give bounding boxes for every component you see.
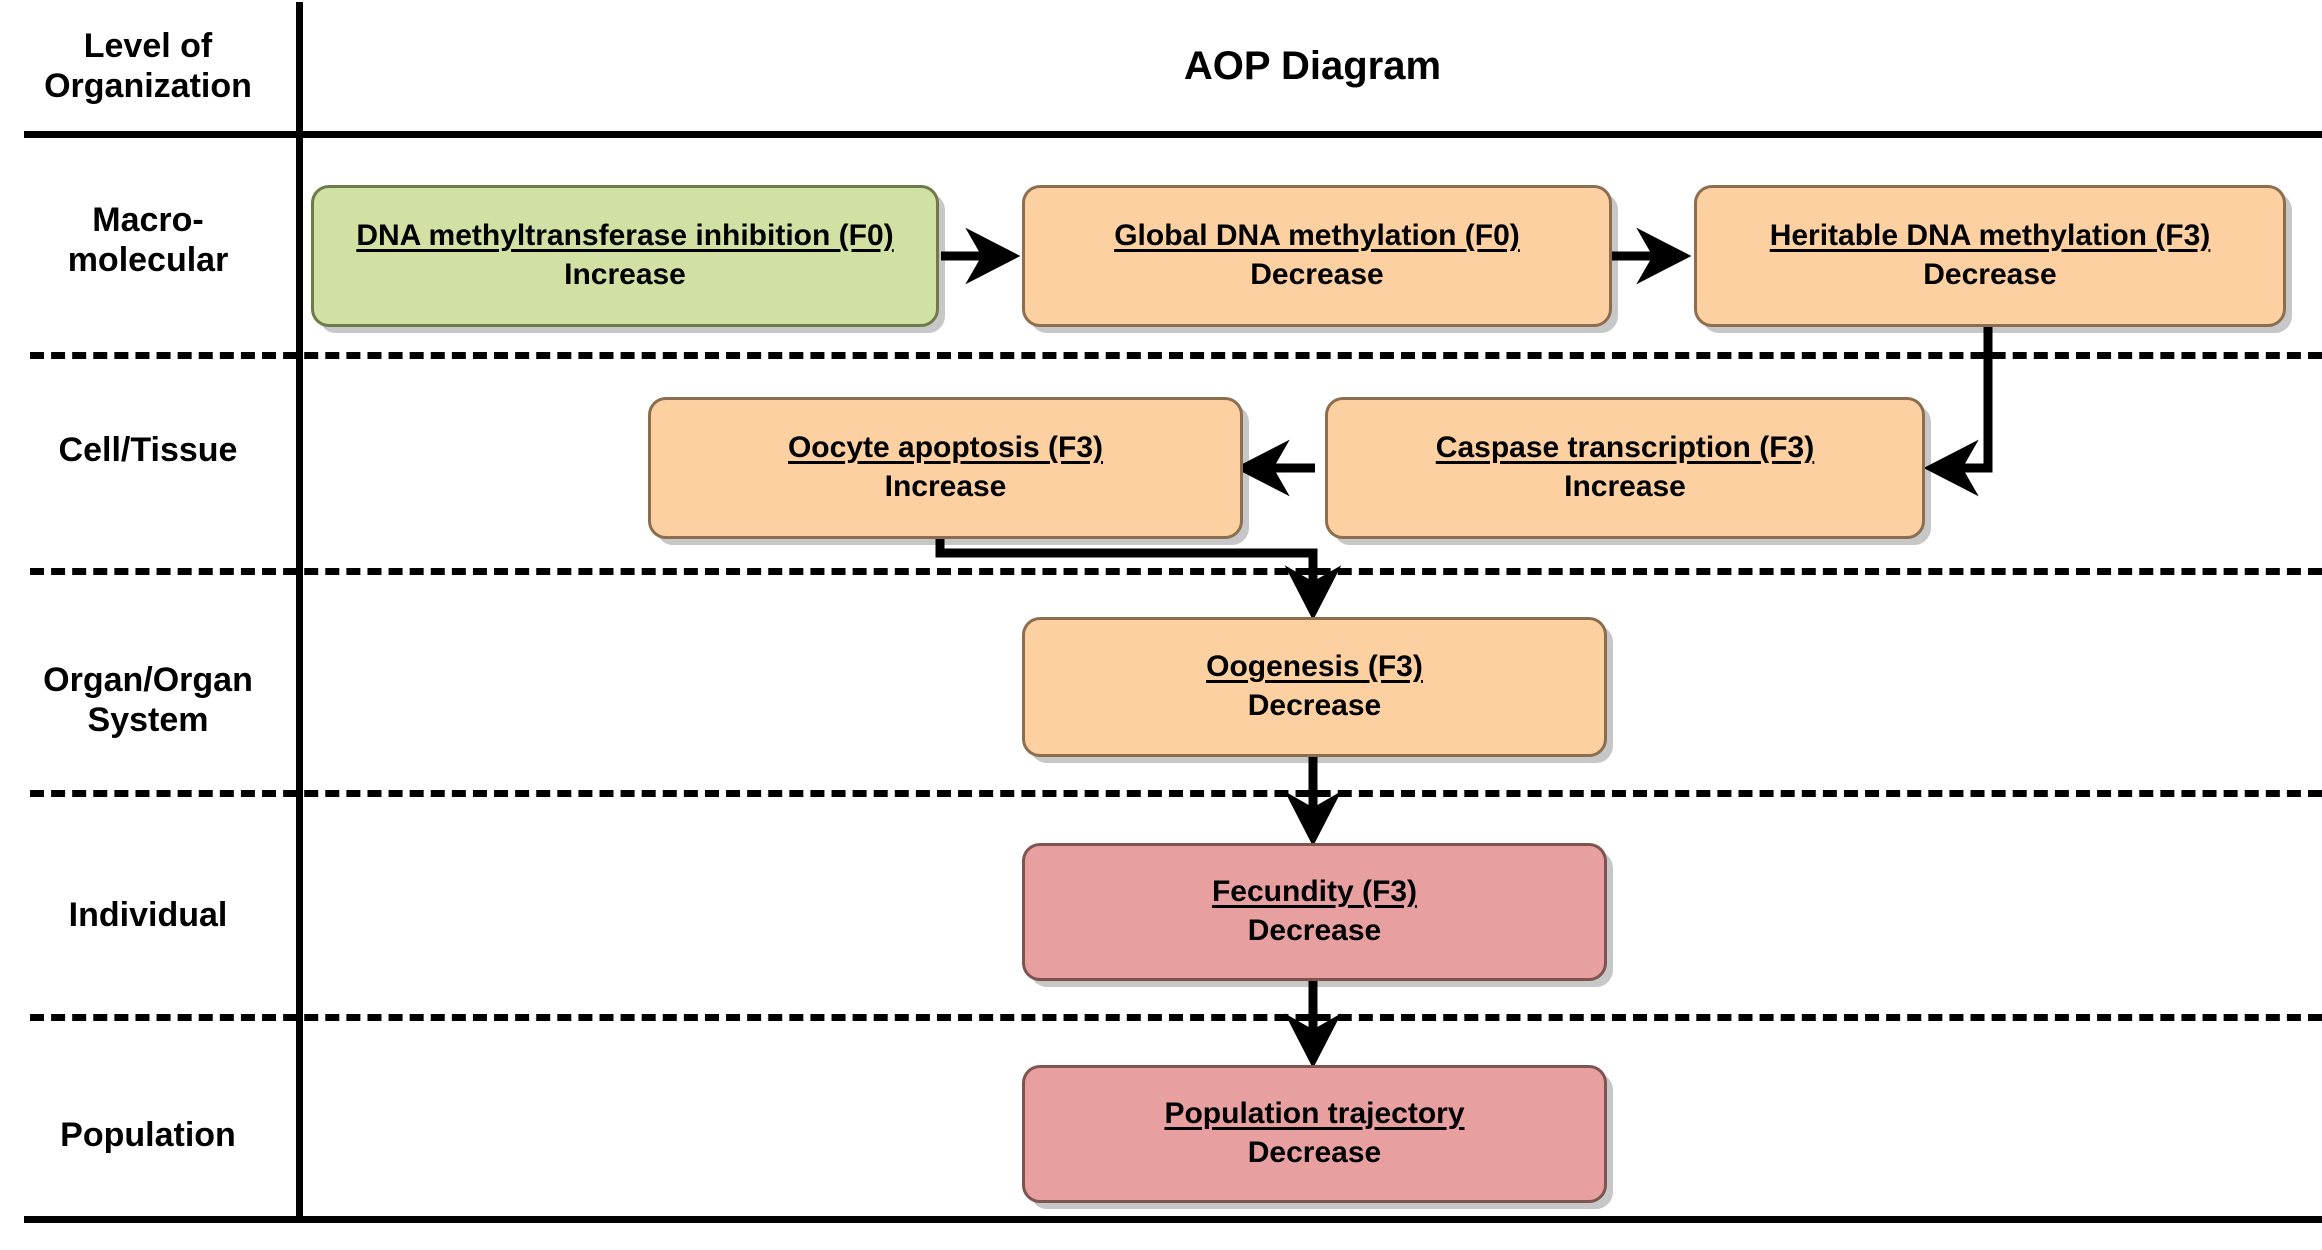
level-label-organ-system: Organ/Organ System <box>0 640 296 760</box>
node-title: Population trajectory <box>1164 1097 1465 1131</box>
node-dnmt-inhibition[interactable]: DNA methyltransferase inhibition (F0) In… <box>311 185 939 327</box>
node-title: DNA methyltransferase inhibition (F0) <box>356 219 894 253</box>
divider-individual-population <box>30 1014 2322 1021</box>
level-label-line: molecular <box>67 241 229 279</box>
divider-organ-individual <box>30 790 2322 797</box>
node-title: Oogenesis (F3) <box>1206 650 1423 684</box>
level-label-individual: Individual <box>0 885 296 945</box>
node-direction: Increase <box>1564 470 1686 503</box>
node-direction: Decrease <box>1923 258 2057 291</box>
level-label-line: Individual <box>68 895 228 934</box>
edge-heritable-to-caspase <box>1923 318 1993 497</box>
level-label-line: Population <box>60 1115 236 1154</box>
level-label-cell-tissue: Cell/Tissue <box>0 420 296 480</box>
node-title: Heritable DNA methylation (F3) <box>1769 219 2211 253</box>
divider-cell-organ <box>30 568 2322 575</box>
node-title: Fecundity (F3) <box>1211 875 1417 909</box>
node-population-trajectory[interactable]: Population trajectory Decrease <box>1022 1065 1607 1203</box>
node-heritable-dna-methylation[interactable]: Heritable DNA methylation (F3) Decrease <box>1694 185 2286 327</box>
axis-header-line-1: Level of <box>83 26 213 65</box>
node-caspase-transcription[interactable]: Caspase transcription (F3) Increase <box>1325 397 1925 539</box>
node-oogenesis[interactable]: Oogenesis (F3) Decrease <box>1022 617 1607 757</box>
level-label-line: Organ/Organ <box>43 660 253 699</box>
level-label-population: Population <box>0 1105 296 1165</box>
node-title: Global DNA methylation (F0) <box>1114 219 1520 253</box>
bottom-rule <box>24 1216 2322 1223</box>
node-direction: Decrease <box>1247 1136 1382 1169</box>
header-rule <box>24 131 2322 138</box>
node-fecundity[interactable]: Fecundity (F3) Decrease <box>1022 843 1607 981</box>
divider-macromolecular-cell <box>30 352 2322 359</box>
node-direction: Decrease <box>1250 258 1384 291</box>
level-label-macromolecular: Macro- molecular <box>0 180 296 300</box>
node-oocyte-apoptosis[interactable]: Oocyte apoptosis (F3) Increase <box>648 397 1243 539</box>
node-title: Caspase transcription (F3) <box>1435 431 1815 465</box>
edge-oocyte-to-oogenesis <box>935 536 1342 621</box>
level-label-line: System <box>87 701 209 739</box>
node-direction: Increase <box>884 470 1007 503</box>
page-title: AOP Diagram <box>1183 43 1442 88</box>
axis-header-label: Level of Organization <box>0 2 296 130</box>
level-label-line: Macro- <box>92 200 204 239</box>
level-label-line: Cell/Tissue <box>58 430 238 469</box>
vertical-axis-divider <box>296 2 303 1218</box>
node-direction: Decrease <box>1247 689 1382 722</box>
axis-header-line-2: Organization <box>44 67 252 105</box>
node-direction: Decrease <box>1247 914 1382 947</box>
node-direction: Increase <box>564 258 686 291</box>
node-global-dna-methylation[interactable]: Global DNA methylation (F0) Decrease <box>1022 185 1612 327</box>
node-title: Oocyte apoptosis (F3) <box>787 431 1104 465</box>
